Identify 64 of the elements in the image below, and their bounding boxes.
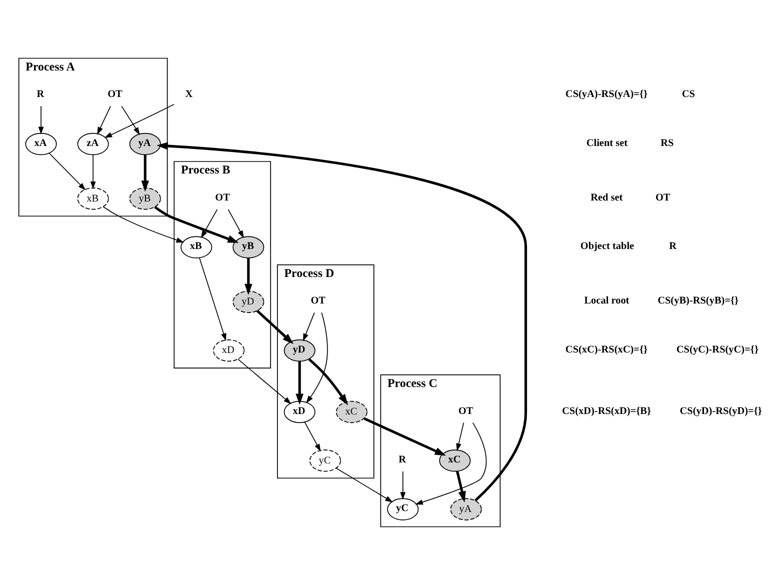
- node-ellipse: xA: [25, 132, 57, 155]
- node-ellipse: zA: [77, 132, 109, 155]
- arrow: [200, 208, 218, 238]
- arrow: [238, 358, 292, 404]
- arrow: [104, 103, 174, 138]
- arrow: [415, 422, 487, 504]
- label: CS(yA)-RS(yA)={}: [565, 88, 648, 100]
- label: CS(yC)-RS(yC)={}: [676, 344, 759, 355]
- node-ellipse: xD: [212, 338, 245, 362]
- label: CS: [682, 88, 696, 100]
- node-text: X: [185, 88, 193, 100]
- node-ellipse: xD: [284, 400, 316, 423]
- label: CS(yB)-RS(yB)={}: [658, 295, 739, 306]
- arrow: [48, 152, 86, 190]
- node-ellipse: xB: [180, 236, 212, 258]
- label: CS(xC)-RS(xC)={}: [565, 344, 648, 355]
- label: CS(yD)-RS(yD)={}: [680, 405, 762, 416]
- arrow: [306, 312, 328, 403]
- node-ellipse: yC: [309, 449, 341, 472]
- node-ellipse: xC: [439, 449, 471, 472]
- label: CS(xD)-RS(xD)={B}: [562, 405, 651, 416]
- arrow: [121, 105, 140, 134]
- node-ellipse: yC: [387, 498, 419, 520]
- node-ellipse: xC: [336, 400, 368, 423]
- label: OT: [655, 192, 670, 203]
- arrow: [154, 205, 239, 242]
- label: R: [669, 240, 677, 252]
- node-text: OT: [458, 405, 474, 416]
- arrow: [90, 154, 96, 189]
- node-ellipse: yB: [129, 187, 161, 210]
- node-text: OT: [108, 88, 122, 100]
- label: Red set: [590, 192, 623, 203]
- arrow: [400, 470, 406, 500]
- node-ellipse: yA: [129, 132, 161, 155]
- node-text: R: [398, 454, 406, 465]
- arrow: [302, 312, 315, 341]
- arrow: [228, 208, 244, 238]
- arrow: [456, 422, 464, 451]
- arrow: [456, 470, 466, 502]
- node-text: OT: [215, 192, 230, 203]
- label: Object table: [580, 240, 634, 252]
- arrow: [38, 105, 44, 134]
- node-ellipse: yD: [284, 338, 316, 362]
- arrow: [156, 142, 528, 501]
- node-ellipse: yD: [232, 290, 264, 312]
- arrow: [102, 206, 184, 242]
- node-text: OT: [310, 295, 326, 306]
- label: Client set: [586, 137, 628, 148]
- node-ellipse: yA: [450, 498, 482, 520]
- arrow: [141, 154, 150, 192]
- node-ellipse: yB: [232, 236, 264, 258]
- node-text: R: [36, 88, 44, 100]
- label: Local root: [584, 295, 630, 306]
- arrow: [256, 309, 294, 344]
- node-ellipse: xB: [77, 187, 109, 210]
- arrow: [308, 358, 348, 405]
- arrow: [97, 105, 111, 134]
- arrow: [336, 467, 393, 502]
- arrow: [199, 256, 226, 341]
- label: RS: [660, 137, 674, 148]
- arrow: [364, 416, 446, 456]
- arrow: [296, 360, 304, 404]
- arrow: [244, 258, 252, 294]
- arrow: [304, 421, 321, 452]
